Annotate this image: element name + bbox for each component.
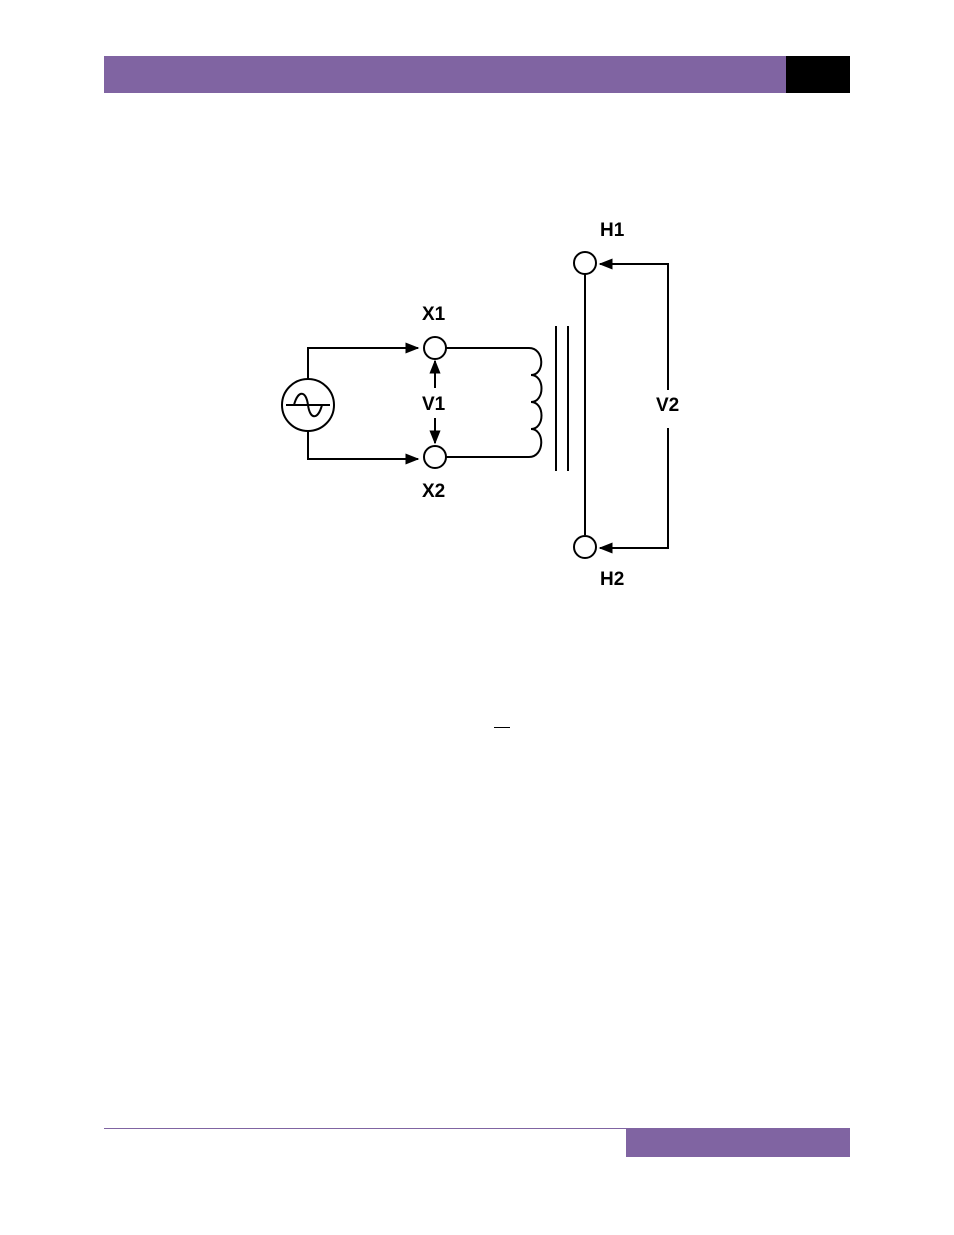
primary-coil: [446, 348, 542, 457]
terminal-h2: [574, 536, 596, 558]
footer-block: [626, 1129, 850, 1157]
terminal-x1: [424, 337, 446, 359]
terminal-x2: [424, 446, 446, 468]
label-h1: H1: [600, 220, 625, 241]
source-wire-bottom: [308, 431, 418, 459]
label-v2: V2: [656, 395, 679, 416]
terminal-h1: [574, 252, 596, 274]
v2-bracket-top: [600, 264, 668, 390]
label-x1: X1: [422, 304, 446, 325]
label-x2: X2: [422, 481, 445, 502]
v2-bracket-bottom: [600, 428, 668, 548]
ac-source-icon: [282, 379, 334, 431]
label-v1: V1: [422, 394, 446, 415]
overline-mark: [494, 727, 510, 728]
label-h2: H2: [600, 569, 624, 590]
source-wire-top: [308, 348, 418, 379]
